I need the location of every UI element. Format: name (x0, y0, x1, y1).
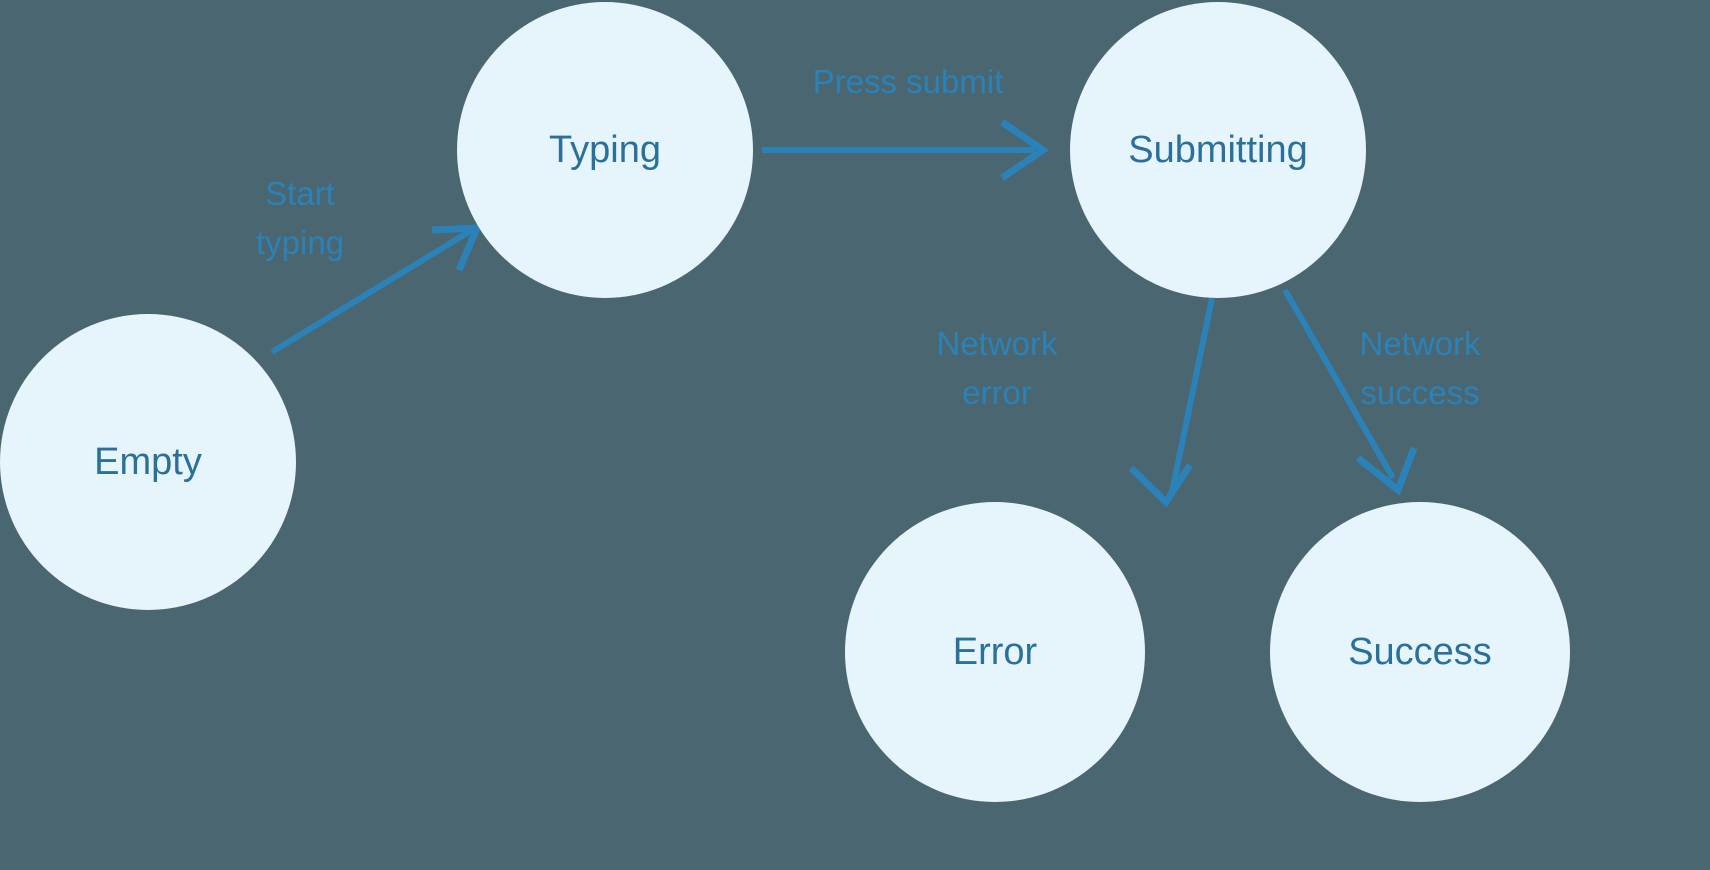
transition-submitting-to-success-line (1282, 288, 1396, 480)
transition-submitting-to-error-arrowhead (1128, 463, 1193, 508)
state-node-submitting-circle (1070, 2, 1366, 298)
transition-submitting-to-success-arrowhead (1355, 446, 1418, 496)
state-node-empty-circle (0, 314, 296, 610)
transition-submitting-to-success[interactable] (1282, 288, 1418, 496)
transition-label-press-submit: Press submit (813, 63, 1004, 100)
state-node-submitting-label: Submitting (1128, 129, 1308, 171)
state-node-empty[interactable]: Empty (0, 314, 296, 610)
state-node-success-label: Success (1348, 631, 1492, 673)
transition-empty-to-typing-line (270, 227, 474, 355)
transition-submitting-to-error-line (1169, 297, 1215, 493)
state-node-empty-label: Empty (94, 441, 202, 483)
state-node-success-circle (1270, 502, 1570, 802)
transition-submitting-to-error[interactable] (1128, 297, 1215, 508)
transition-empty-to-typing-arrowhead (431, 224, 483, 272)
state-node-typing[interactable]: Typing (457, 2, 753, 298)
state-node-typing-circle (457, 2, 753, 298)
state-node-error-circle (845, 502, 1145, 802)
transition-typing-to-submitting-arrowhead (1000, 119, 1050, 181)
transition-typing-to-submitting[interactable] (762, 119, 1050, 181)
transition-empty-to-typing[interactable] (270, 224, 483, 355)
state-node-typing-label: Typing (549, 129, 661, 171)
state-node-error-label: Error (953, 631, 1038, 673)
state-node-success[interactable]: Success (1270, 502, 1570, 802)
state-node-submitting[interactable]: Submitting (1070, 2, 1366, 298)
state-node-error[interactable]: Error (845, 502, 1145, 802)
